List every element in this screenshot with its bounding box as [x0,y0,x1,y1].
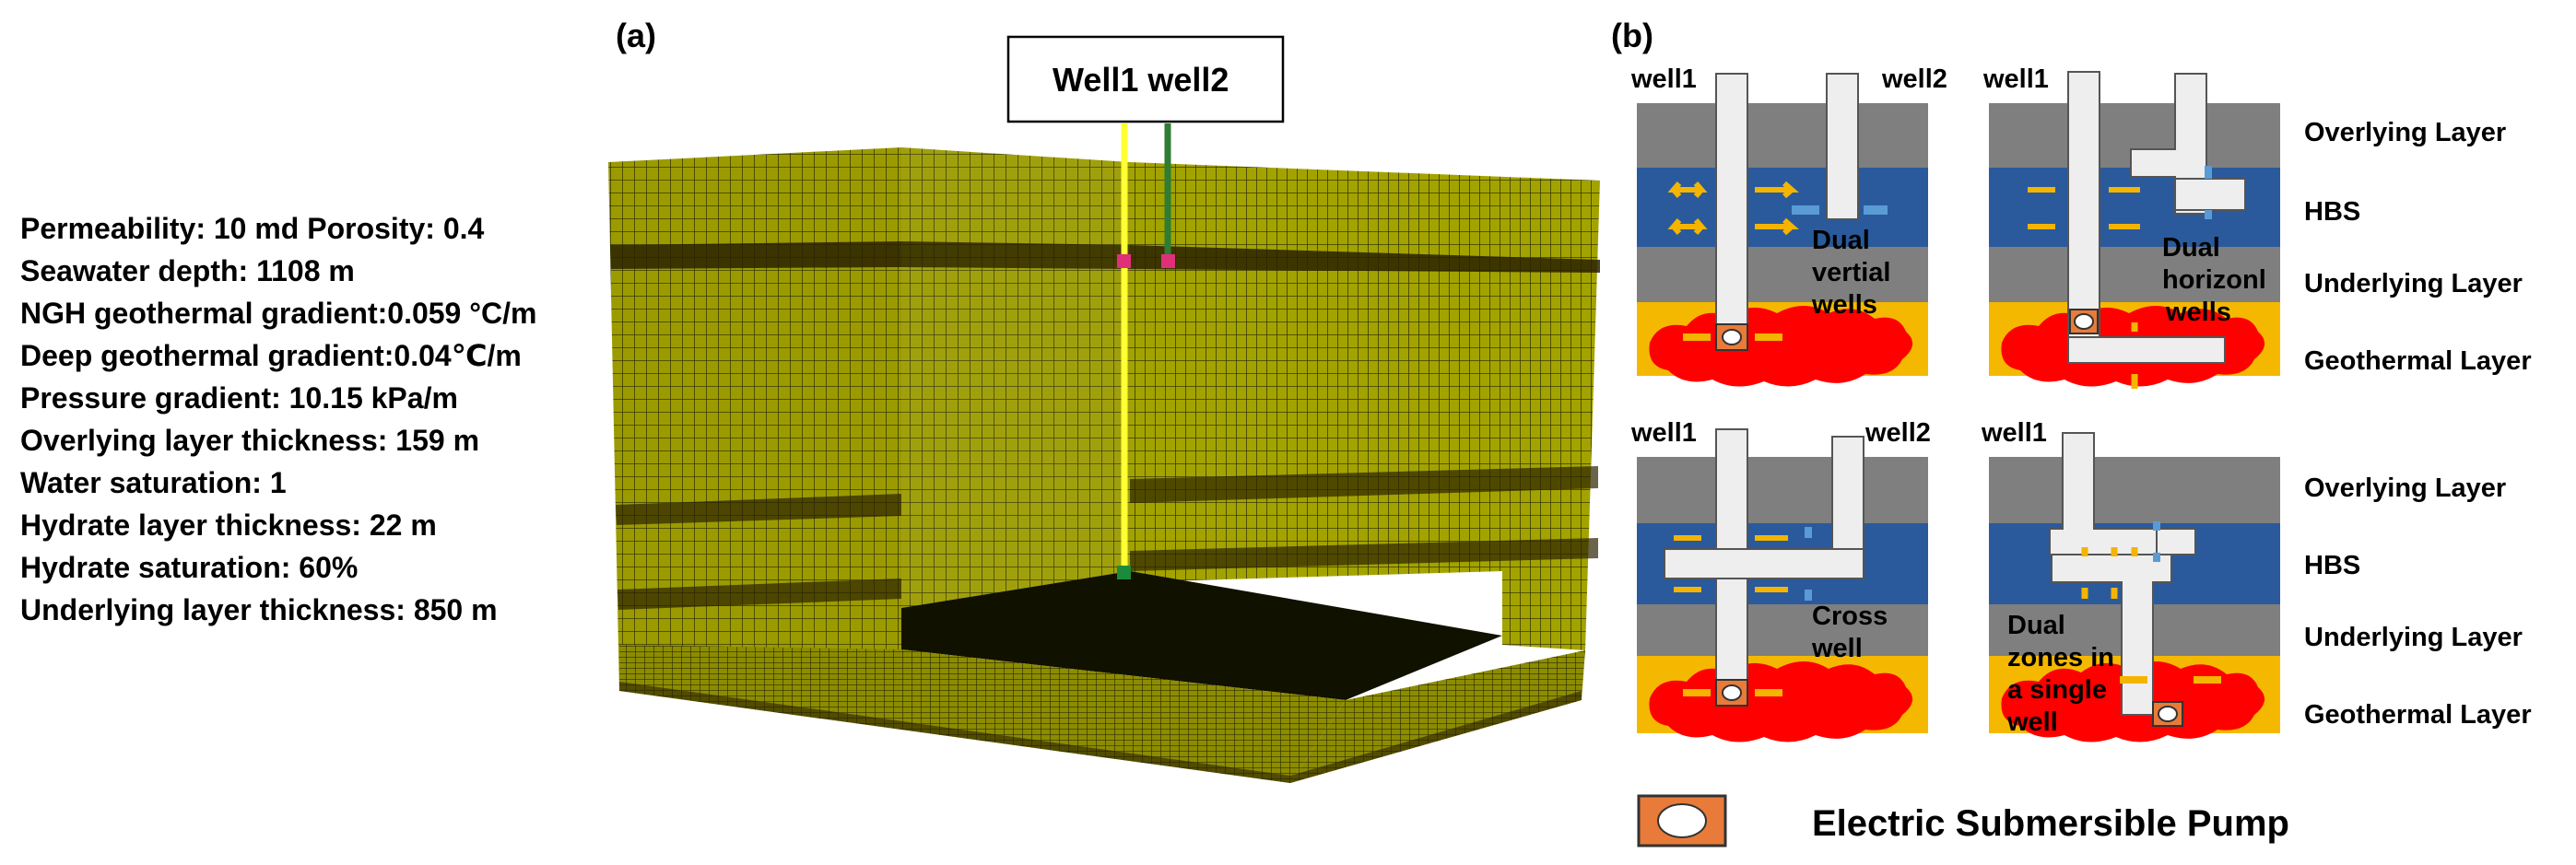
layer-label-geothermal-bottom: Geothermal Layer [2304,700,2532,730]
case1-well1-label: well1 [1631,64,1697,94]
case4-diagram [1989,432,2280,742]
case3-diagram [1637,428,1928,742]
param-hydrate-thickness: Hydrate layer thickness: 22 m [20,508,437,542]
case4-well1-label: well1 [1982,418,2047,448]
param-underlying-thickness: Underlying layer thickness: 850 m [20,593,498,626]
layer-label-overlying-bottom: Overlying Layer [2304,473,2507,503]
well2-marker [1161,254,1175,268]
param-permeability-porosity: Permeability: 10 md Porosity: 0.4 [20,212,485,245]
param-ngh-geothermal-gradient: NGH geothermal gradient:0.059 °C/m [20,297,537,330]
well1-marker [1117,254,1131,268]
param-water-saturation: Water saturation: 1 [20,466,287,499]
well1-bottom-marker [1117,566,1131,579]
layer-label-geothermal-top: Geothermal Layer [2304,346,2532,376]
panel-a-label: (a) [616,17,656,54]
layer-label-overlying-top: Overlying Layer [2304,118,2507,147]
case3-well1-label: well1 [1631,418,1697,448]
case2-diagram [1989,71,2280,389]
param-pressure-gradient: Pressure gradient: 10.15 kPa/m [20,381,458,415]
well-box-label: Well1 well2 [1053,61,1229,99]
case1-caption: Dual vertial wells [1812,226,1891,320]
well-lines [1117,123,1175,579]
layer-label-underlying-bottom: Underlying Layer [2304,623,2523,652]
layer-label-hbs-top: HBS [2304,197,2361,227]
layer-label-hbs-bottom: HBS [2304,551,2361,580]
well-label-box [1006,35,1285,123]
pump-legend-icon [1637,794,1727,847]
mesh-right-face [1130,162,1600,650]
mesh-floor [619,571,1585,783]
case3-well2-label: well2 [1865,418,1931,448]
param-overlying-thickness: Overlying layer thickness: 159 m [20,424,480,457]
panel-b-label: (b) [1611,17,1653,54]
param-hydrate-saturation: Hydrate saturation: 60% [20,551,359,584]
case1-diagram [1637,73,1928,387]
layer-label-underlying-top: Underlying Layer [2304,269,2523,298]
case3-caption: Cross well [1812,602,1888,663]
mesh-inner-faces [901,147,1130,649]
param-deep-geothermal-gradient: Deep geothermal gradient:0.04℃/m [20,339,522,372]
case2-caption: Dual horizonl wells [2162,233,2266,327]
case4-caption: Dual zones in a single well [2007,611,2115,737]
parameter-list: Permeability: 10 md Porosity: 0.4 Seawat… [20,207,536,631]
mesh-left-face [608,147,901,691]
legend-pump-label: Electric Submersible Pump [1812,803,2289,844]
case2-well1-label: well1 [1983,64,2049,94]
case1-well2-label: well2 [1882,64,1947,94]
param-seawater-depth: Seawater depth: 1108 m [20,254,355,287]
